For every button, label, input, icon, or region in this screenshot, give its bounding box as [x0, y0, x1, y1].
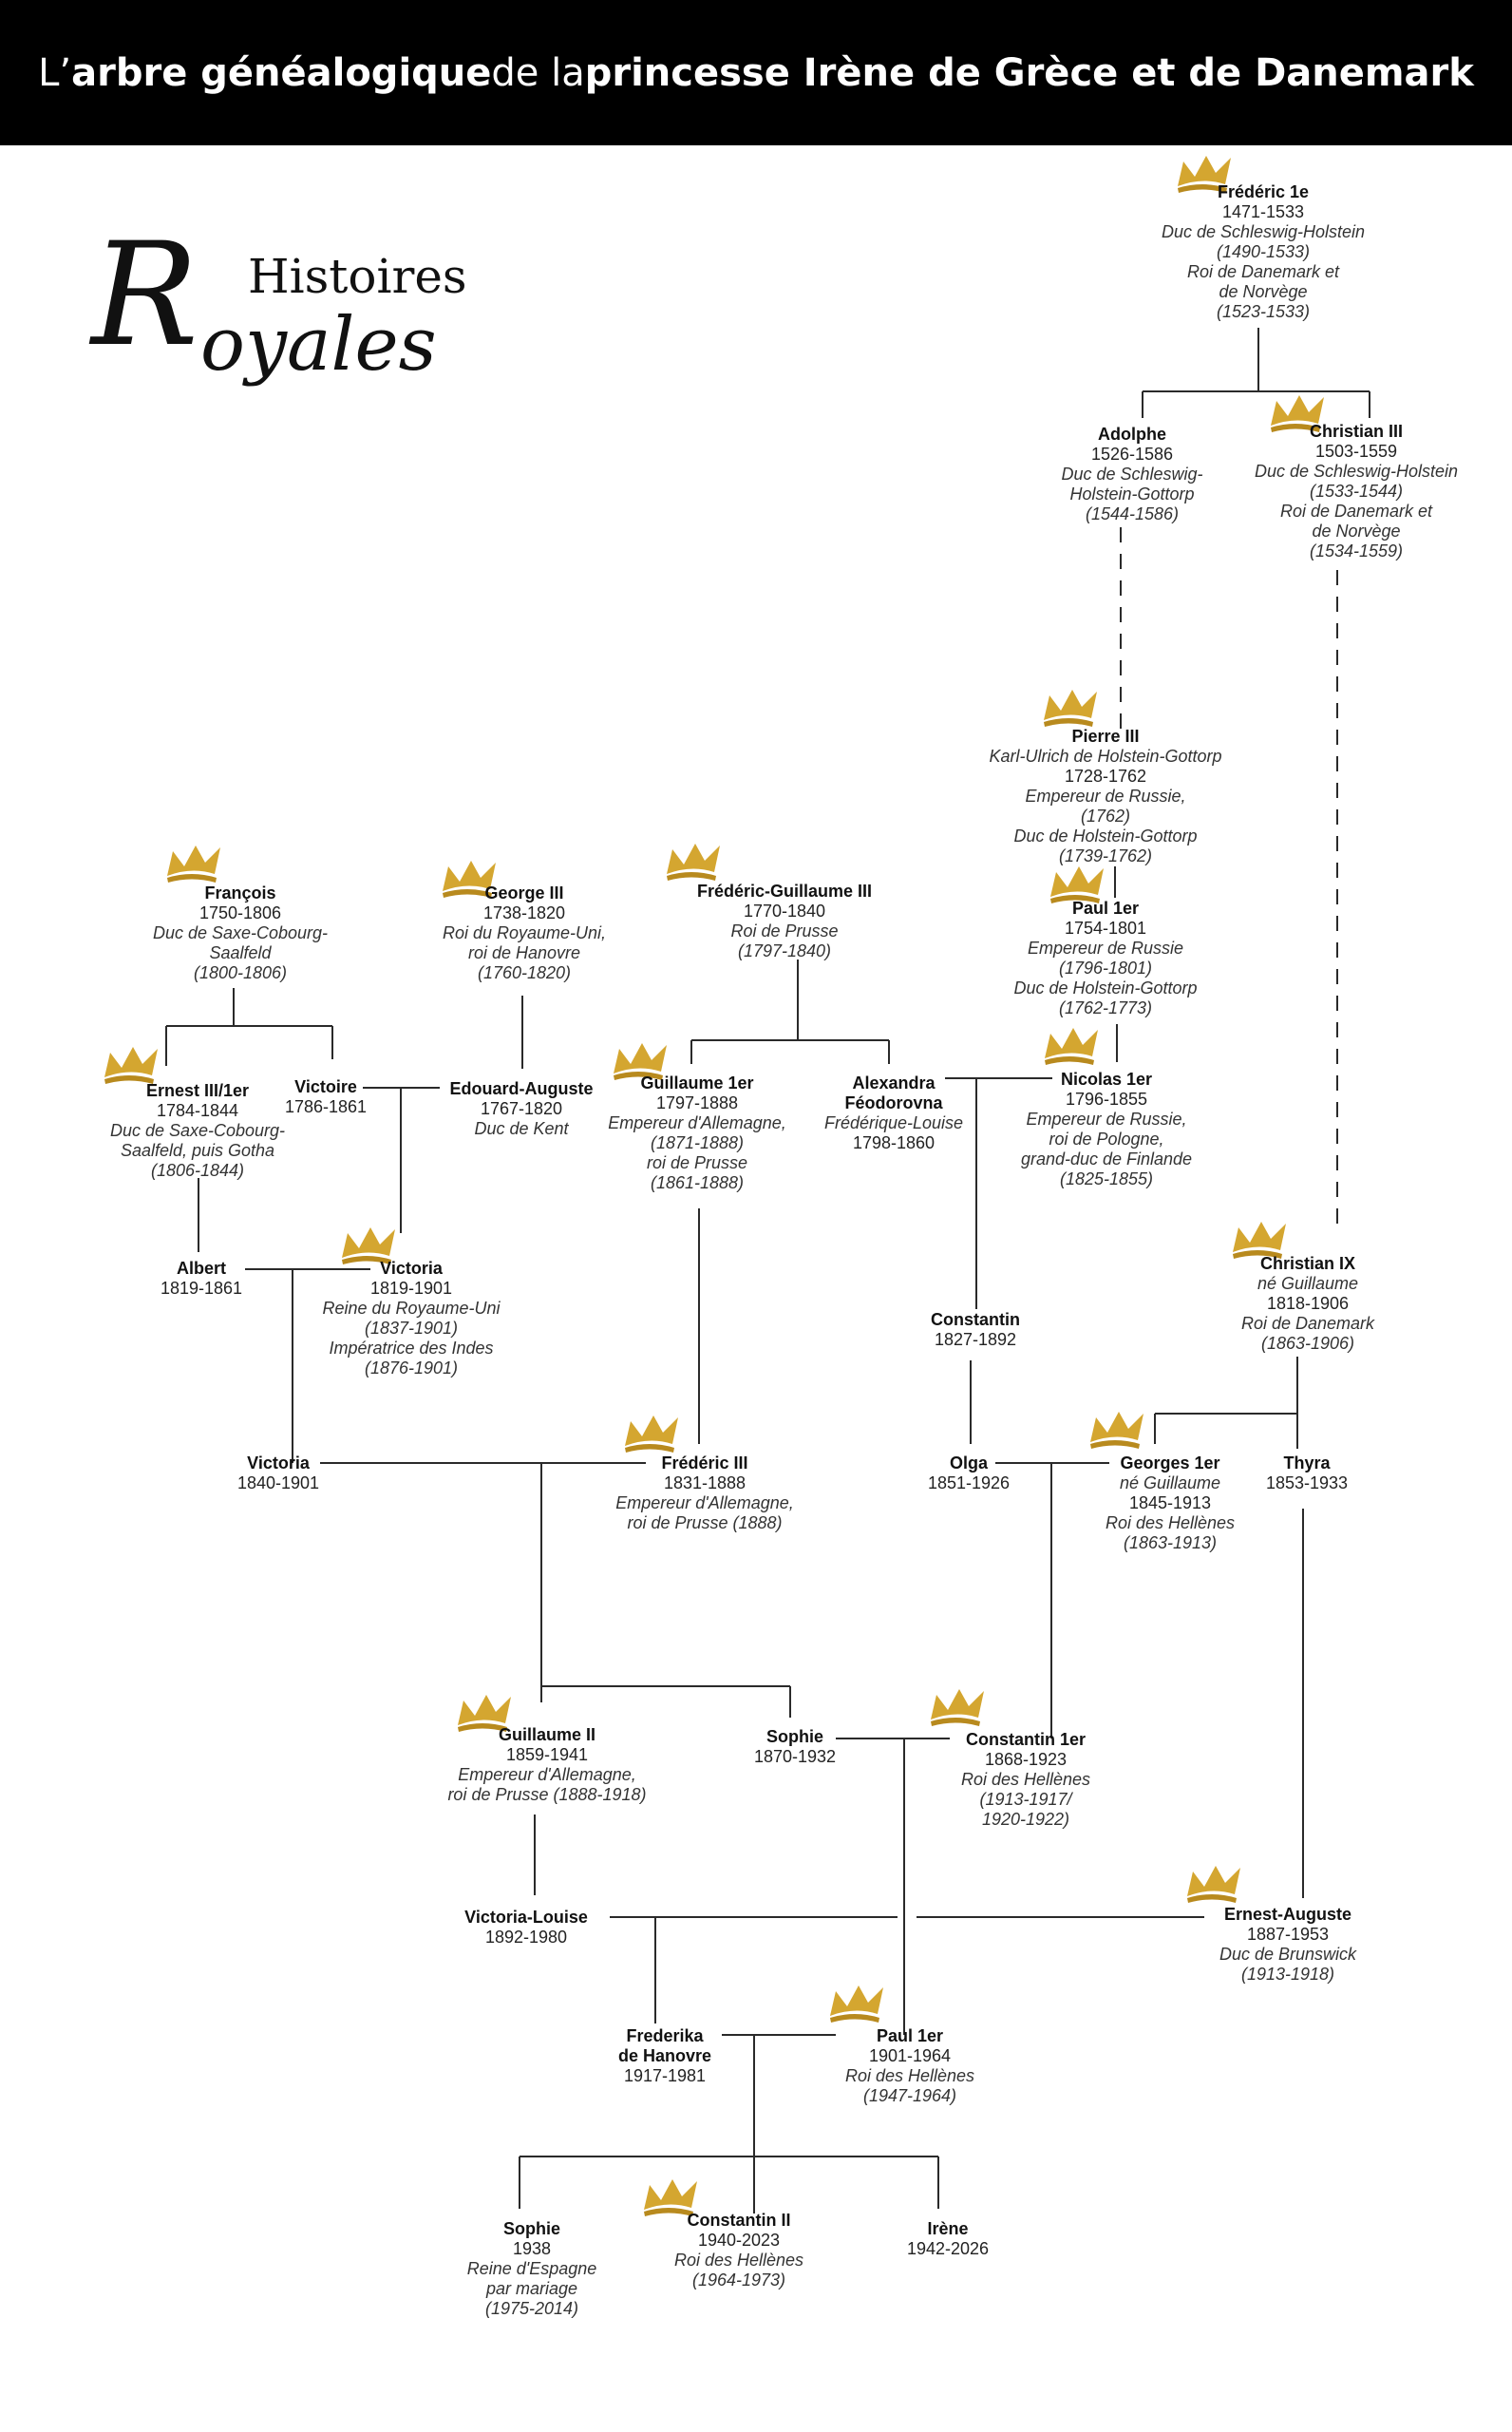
person-george-iii: George III 1738-1820 Roi du Royaume-Uni,… [442, 884, 607, 982]
person-victoire: Victoire 1786-1861 [284, 1077, 368, 1116]
crown-icon [1090, 1412, 1143, 1449]
person-guillaume-1er: Guillaume 1er 1797-1888 Empereur d'Allem… [608, 1074, 786, 1192]
person-ernest-auguste: Ernest-Auguste 1887-1953 Duc de Brunswic… [1219, 1905, 1357, 1984]
crown-icon [1050, 866, 1104, 903]
crown-icon [1271, 395, 1324, 432]
page-header: L’arbre généalogique de la princesse Irè… [0, 0, 1512, 145]
person-ernest-iii: Ernest III/1er 1784-1844 Duc de Saxe-Cob… [109, 1081, 286, 1180]
person-victoria-princesse: Victoria 1840-1901 [236, 1454, 320, 1492]
crown-icon [931, 1689, 984, 1726]
crown-icon [342, 1227, 395, 1264]
crown-icon [443, 861, 496, 898]
person-victoria-louise: Victoria-Louise 1892-1980 [464, 1908, 588, 1947]
crown-icon [1178, 156, 1231, 193]
person-pierre-iii: Pierre III Karl-Ulrich de Holstein-Gotto… [989, 727, 1222, 865]
crown-icon [458, 1695, 511, 1732]
crown-icon [1233, 1222, 1286, 1259]
person-frederika: Frederika de Hanovre 1917-1981 [617, 2026, 712, 2085]
person-francois: François 1750-1806 Duc de Saxe-Cobourg- … [152, 884, 329, 982]
person-albert: Albert 1819-1861 [160, 1259, 243, 1298]
person-constantin-ii: Constantin II 1940-2023 Roi des Hellènes… [673, 2211, 804, 2290]
person-sophie-prusse: Sophie 1870-1932 [753, 1727, 837, 1766]
logo-initial: R [91, 213, 198, 378]
crown-icon [104, 1047, 158, 1084]
person-victoria-reine: Victoria 1819-1901 Reine du Royaume-Uni … [322, 1259, 501, 1378]
person-nicolas-1er: Nicolas 1er 1796-1855 Empereur de Russie… [1020, 1070, 1193, 1188]
person-christian-ix: Christian IX né Guillaume 1818-1906 Roi … [1240, 1254, 1375, 1353]
person-georges-1er: Georges 1er né Guillaume 1845-1913 Roi d… [1105, 1454, 1236, 1552]
person-alexandra-feodorovna: Alexandra Féodorovna Frédérique-Louise 1… [823, 1074, 964, 1152]
person-thyra: Thyra 1853-1933 [1265, 1454, 1349, 1492]
person-olga: Olga 1851-1926 [927, 1454, 1011, 1492]
title-family-tree: arbre généalogique [71, 50, 492, 95]
person-constantin: Constantin 1827-1892 [931, 1310, 1020, 1349]
crown-icon [1187, 1866, 1240, 1903]
person-frederic-guillaume-iii: Frédéric-Guillaume III 1770-1840 Roi de … [696, 882, 873, 960]
person-christian-iii: Christian III 1503-1559 Duc de Schleswig… [1254, 422, 1459, 560]
person-frederic-1e: Frédéric 1e 1471-1533 Duc de Schleswig-H… [1161, 182, 1366, 321]
title-connector: de la [491, 50, 585, 95]
person-edouard-auguste: Edouard-Auguste 1767-1820 Duc de Kent [449, 1079, 594, 1138]
logo-line1: Histoires [248, 249, 467, 304]
crown-icon [1044, 690, 1097, 727]
person-frederic-iii: Frédéric III 1831-1888 Empereur d'Allema… [615, 1454, 794, 1532]
title-princess: princesse Irène de Grèce et de Danemark [584, 50, 1474, 95]
logo-line2: oyales [200, 302, 437, 388]
person-constantin-1er: Constantin 1er 1868-1923 Roi des Hellène… [960, 1730, 1091, 1829]
crown-icon [1045, 1028, 1098, 1065]
person-guillaume-ii: Guillaume II 1859-1941 Empereur d'Allema… [447, 1725, 647, 1804]
person-irene: Irène 1942-2026 [906, 2219, 990, 2258]
crown-icon [614, 1043, 667, 1080]
crown-icon [830, 1986, 883, 2023]
crown-icon [644, 2179, 697, 2216]
histoires-royales-logo: R Histoires oyales [91, 224, 471, 395]
person-sophie-espagne: Sophie 1938 Reine d'Espagne par mariage … [466, 2219, 597, 2318]
crown-icon [167, 846, 220, 883]
title-apostrophe: L’ [38, 50, 72, 95]
crown-icon [625, 1416, 678, 1453]
person-adolphe: Adolphe 1526-1586 Duc de Schleswig- Hols… [1061, 425, 1203, 523]
person-paul-1er-russie: Paul 1er 1754-1801 Empereur de Russie (1… [1013, 899, 1198, 1017]
crown-icon [667, 844, 720, 881]
person-paul-1er-grece: Paul 1er 1901-1964 Roi des Hellènes (194… [844, 2026, 975, 2105]
